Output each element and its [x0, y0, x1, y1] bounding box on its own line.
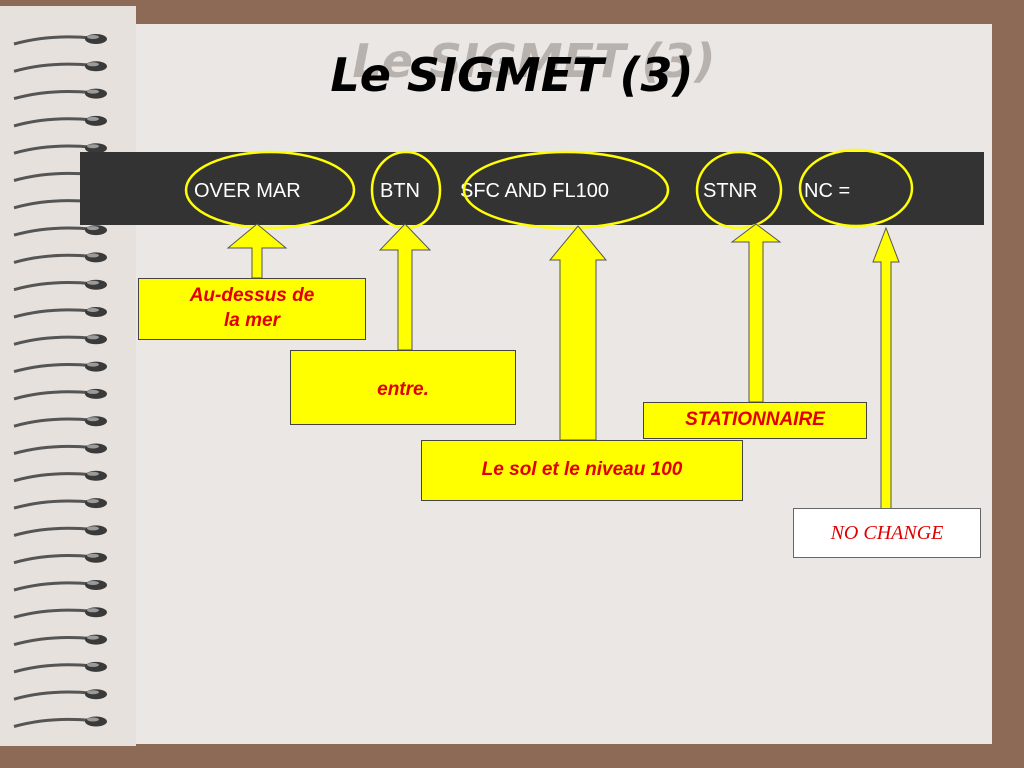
spiral-ring: [13, 607, 107, 619]
box-over-mar: Au-dessus de la mer: [138, 278, 366, 340]
spiral-ring: [13, 307, 107, 319]
code-nc: NC =: [804, 180, 851, 202]
spiral-ring: [13, 661, 107, 674]
box-sfc-fl: Le sol et le niveau 100: [421, 440, 743, 501]
spiral-ring: [13, 498, 107, 510]
arrow-over-mar: [226, 223, 288, 279]
spiral-ring: [13, 61, 107, 73]
spiral-ring: [13, 552, 107, 565]
btn-explanation: entre.: [377, 379, 429, 400]
over-mar-line1: Au-dessus de: [189, 285, 315, 307]
code-over-mar: OVER MAR: [194, 180, 301, 202]
page-title: Le SIGMET (3): [330, 48, 694, 102]
code-btn: BTN: [380, 180, 420, 202]
spiral-ring: [13, 252, 107, 264]
code-sfc-fl: SFC AND FL100: [460, 180, 609, 202]
nc-explanation: NO CHANGE: [830, 521, 944, 544]
ellipse-stnr: [695, 150, 783, 230]
stnr-explanation: STATIONNAIRE: [685, 409, 825, 431]
arrow-nc: [872, 226, 900, 513]
ellipse-sfc-fl: [462, 150, 670, 230]
box-nc: NO CHANGE: [793, 508, 981, 558]
ellipse-nc: [798, 148, 914, 228]
box-btn: entre.: [290, 350, 516, 425]
code-stnr: STNR: [703, 180, 758, 202]
ellipse-over-mar: [184, 150, 356, 230]
ellipse-btn: [370, 150, 442, 230]
code-band: [80, 152, 984, 225]
spiral-ring: [13, 416, 107, 428]
title-shadow: Le SIGMET (3): [352, 34, 716, 88]
spiral-rings: [13, 34, 107, 728]
spiral-ring: [13, 361, 107, 374]
spiral-ring: [13, 525, 107, 537]
spiral-ring: [13, 580, 107, 592]
spiral-ring: [13, 279, 107, 292]
over-mar-line2: la mer: [224, 310, 280, 331]
spiral-ring: [13, 334, 107, 346]
box-stnr: STATIONNAIRE: [643, 402, 867, 439]
arrow-sfc-fl: [548, 225, 608, 441]
spiral-ring: [13, 634, 107, 647]
spiral-binding: [0, 6, 136, 746]
paper-background: [66, 24, 992, 744]
arrow-stnr: [730, 223, 782, 403]
sfc-fl-explanation: Le sol et le niveau 100: [481, 459, 683, 481]
arrow-btn: [378, 223, 432, 351]
spiral-ring: [13, 88, 107, 101]
spiral-ring: [13, 716, 107, 728]
spiral-ring: [13, 689, 107, 701]
spiral-ring: [13, 388, 107, 401]
spiral-ring: [13, 470, 107, 483]
spiral-ring: [13, 443, 107, 455]
spiral-ring: [13, 143, 107, 155]
spiral-ring: [13, 225, 107, 237]
spiral-ring: [13, 115, 107, 128]
spiral-ring: [13, 34, 107, 46]
